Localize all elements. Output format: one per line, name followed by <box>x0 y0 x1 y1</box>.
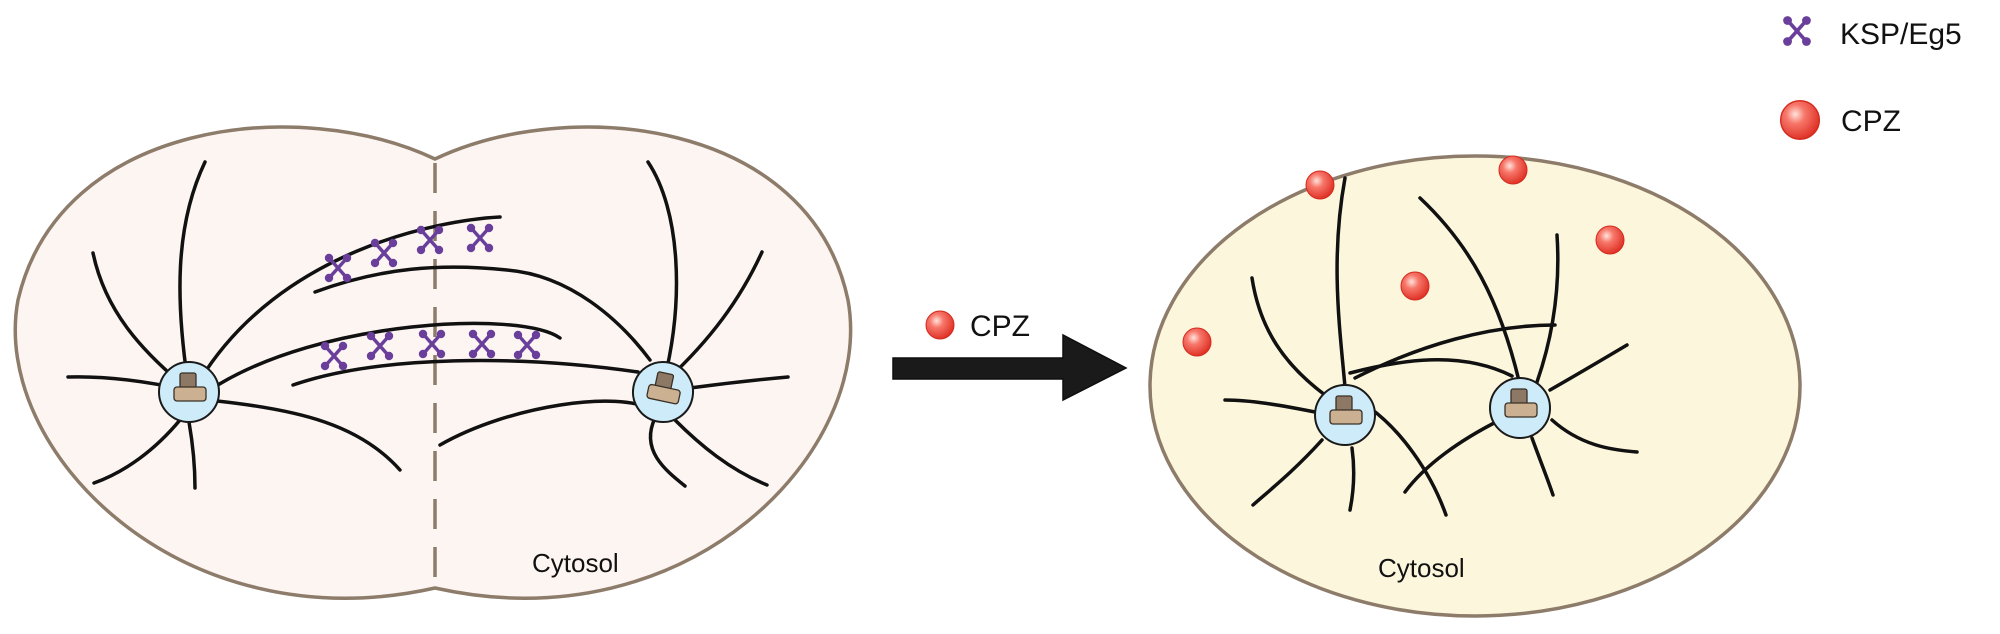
arrow-shape <box>892 333 1128 402</box>
left-spindle-microtubules <box>66 160 790 490</box>
ksp-eg5-motor-icon <box>1781 14 1813 48</box>
right-cytosol-label: Cytosol <box>1378 553 1465 583</box>
legend: KSP/Eg5 CPZ <box>1779 14 1962 141</box>
cpz-particle <box>1182 327 1212 357</box>
treatment-arrow: CPZ <box>892 310 1128 402</box>
cpz-particle <box>1400 271 1430 301</box>
arrow-label: CPZ <box>970 310 1030 343</box>
left-centrosome <box>158 361 220 423</box>
right-arrested-cell: Cytosol <box>1148 154 1802 618</box>
legend-label-ksp-eg5: KSP/Eg5 <box>1840 18 1962 51</box>
left-dividing-cell: Cytosol <box>13 125 853 600</box>
right-spindle-microtubules <box>1223 176 1639 517</box>
left-cytosol-label: Cytosol <box>532 548 619 578</box>
left-collapsed-centrosome <box>1314 384 1376 446</box>
cpz-particle <box>1498 155 1528 185</box>
cpz-particle <box>1595 225 1625 255</box>
right-collapsed-centrosome <box>1489 377 1551 439</box>
right-cell-membrane <box>1148 154 1802 618</box>
arrow-cpz-icon <box>925 310 955 340</box>
cpz-sphere-icon <box>1779 99 1821 141</box>
legend-label-cpz: CPZ <box>1841 105 1901 138</box>
cpz-particle <box>1305 170 1335 200</box>
